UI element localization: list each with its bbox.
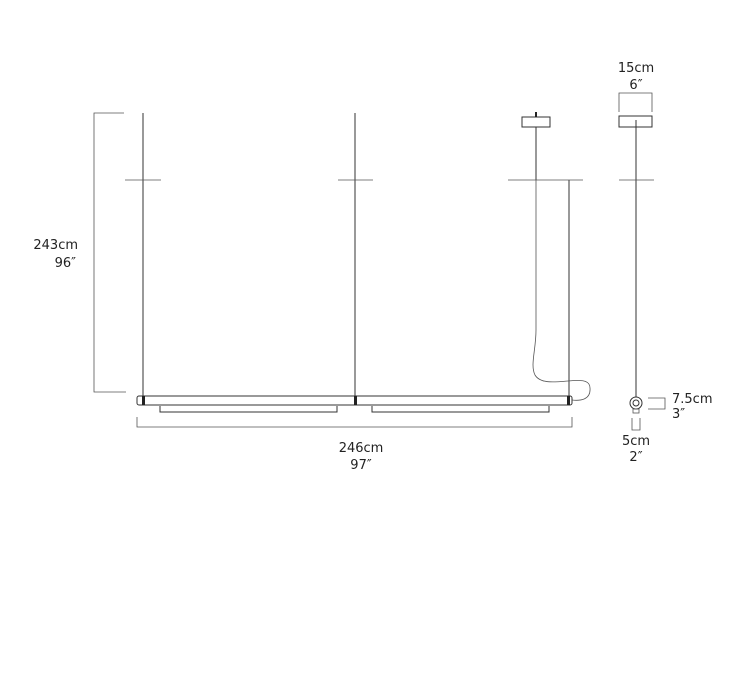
front-canopy bbox=[521, 112, 551, 128]
profile-width-metric-label: 5cm bbox=[622, 434, 650, 449]
profile-width-bracket bbox=[631, 418, 641, 431]
profile-height-metric-label: 7.5cm bbox=[672, 392, 713, 407]
width-metric-label: 246cm bbox=[339, 441, 384, 456]
height-dimension-bracket bbox=[93, 112, 126, 393]
profile-height-bracket bbox=[648, 397, 666, 410]
front-view-suspension-cables bbox=[125, 113, 583, 397]
width-dimension-bracket bbox=[136, 417, 573, 428]
height-metric-label: 243cm bbox=[33, 238, 78, 253]
profile-height-imperial-label: 3″ bbox=[672, 407, 685, 422]
height-imperial-label: 96″ bbox=[55, 256, 77, 271]
width-imperial-label: 97″ bbox=[350, 458, 372, 473]
side-view-lamp bbox=[618, 115, 654, 414]
profile-width-imperial-label: 2″ bbox=[629, 450, 642, 465]
canopy-metric-label: 15cm bbox=[618, 61, 654, 76]
power-cord bbox=[532, 180, 591, 401]
light-bar bbox=[136, 395, 573, 413]
canopy-dimension-bracket bbox=[618, 92, 653, 112]
canopy-imperial-label: 6″ bbox=[629, 78, 642, 93]
